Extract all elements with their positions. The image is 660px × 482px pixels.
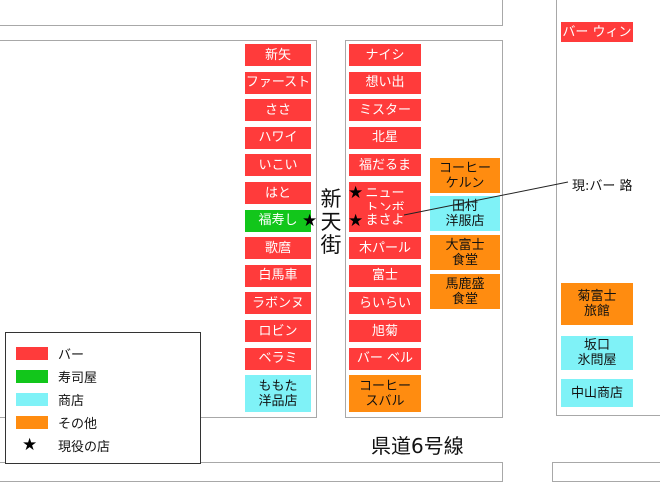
shop-mid_column-2: ミスター (349, 99, 421, 122)
shop-mid_column-3: 北星 (349, 126, 421, 149)
active-star-icon: ★ (348, 210, 364, 231)
legend-swatch-bar (16, 347, 48, 360)
shop-far-right-3: 中山商店 (561, 379, 633, 407)
legend-row-3: その他 (6, 412, 202, 432)
active-star-icon: ★ (348, 183, 364, 203)
legend-label: 寿司屋 (58, 371, 98, 386)
shop-left_column-5: はと (245, 182, 311, 204)
shop-right-0: コーヒー ケルン (430, 158, 500, 193)
annotation-note: 現:バー 路 (572, 179, 633, 194)
shop-left_column-1: ファースト (245, 71, 311, 94)
shop-left_column-7: 歌麿 (245, 237, 311, 260)
star-icon: ★ (22, 435, 38, 455)
shop-mid_column-4: 福だるま (349, 154, 421, 177)
street-label-shintengai: 新 天 街 (320, 187, 342, 257)
legend-row-2: 商店 (6, 389, 202, 409)
legend-label: 商店 (58, 394, 85, 409)
legend-swatch-sushi (16, 370, 48, 383)
shop-mid_column-11: バー ベル (349, 347, 421, 370)
active-star-icon: ★ (302, 210, 318, 231)
legend-label: バー (58, 348, 85, 363)
shop-mid_column-12: コーヒー スバル (349, 375, 421, 413)
legend-row-0: バー (6, 343, 202, 363)
legend-row-4: ★ 現役の店 (6, 435, 202, 455)
shop-mid_column-9: らいらい (349, 292, 421, 315)
legend-label: その他 (58, 417, 98, 432)
annotation-line (403, 181, 569, 216)
legend-label: 現役の店 (58, 440, 111, 455)
shop-left_column-9: ラボンヌ (245, 292, 311, 315)
shop-left_column-2: ささ (245, 99, 311, 122)
shop-mid_column-6: まさよ (349, 209, 421, 232)
shop-right-3: 馬鹿盛 食堂 (430, 274, 500, 309)
shop-left_column-10: ロビン (245, 320, 311, 342)
legend-swatch-other (16, 416, 48, 429)
shop-left_column-6: 福寿し (245, 209, 311, 232)
shop-far-right-2: 坂口 氷問屋 (561, 336, 633, 370)
shop-left_column-11: ベラミ (245, 347, 311, 370)
legend: バー寿司屋商店その他 ★ 現役の店 (5, 332, 201, 464)
legend-row-1: 寿司屋 (6, 366, 202, 386)
shop-mid_column-10: 旭菊 (349, 320, 421, 342)
shop-left_column-0: 新矢 (245, 44, 311, 66)
shop-far-right-0: バー ウィン (561, 22, 633, 42)
shop-left_column-12: ももた 洋品店 (245, 375, 311, 413)
road-label: 県道6号線 (371, 434, 464, 458)
shop-left_column-4: いこい (245, 154, 311, 177)
shop-mid_column-0: ナイシ (349, 44, 421, 66)
shop-right-1: 田村 洋服店 (430, 196, 500, 231)
legend-swatch-shop (16, 393, 48, 406)
shop-far-right-1: 菊富士 旅館 (561, 283, 633, 325)
shop-right-2: 大富士 食堂 (430, 235, 500, 270)
shop-mid_column-1: 想い出 (349, 71, 421, 94)
shop-mid_column-7: 木パール (349, 237, 421, 260)
block-top-left (0, 0, 503, 26)
shop-left_column-8: 白馬車 (245, 264, 311, 287)
shop-left_column-3: ハワイ (245, 126, 311, 149)
shop-mid_column-8: 富士 (349, 264, 421, 287)
